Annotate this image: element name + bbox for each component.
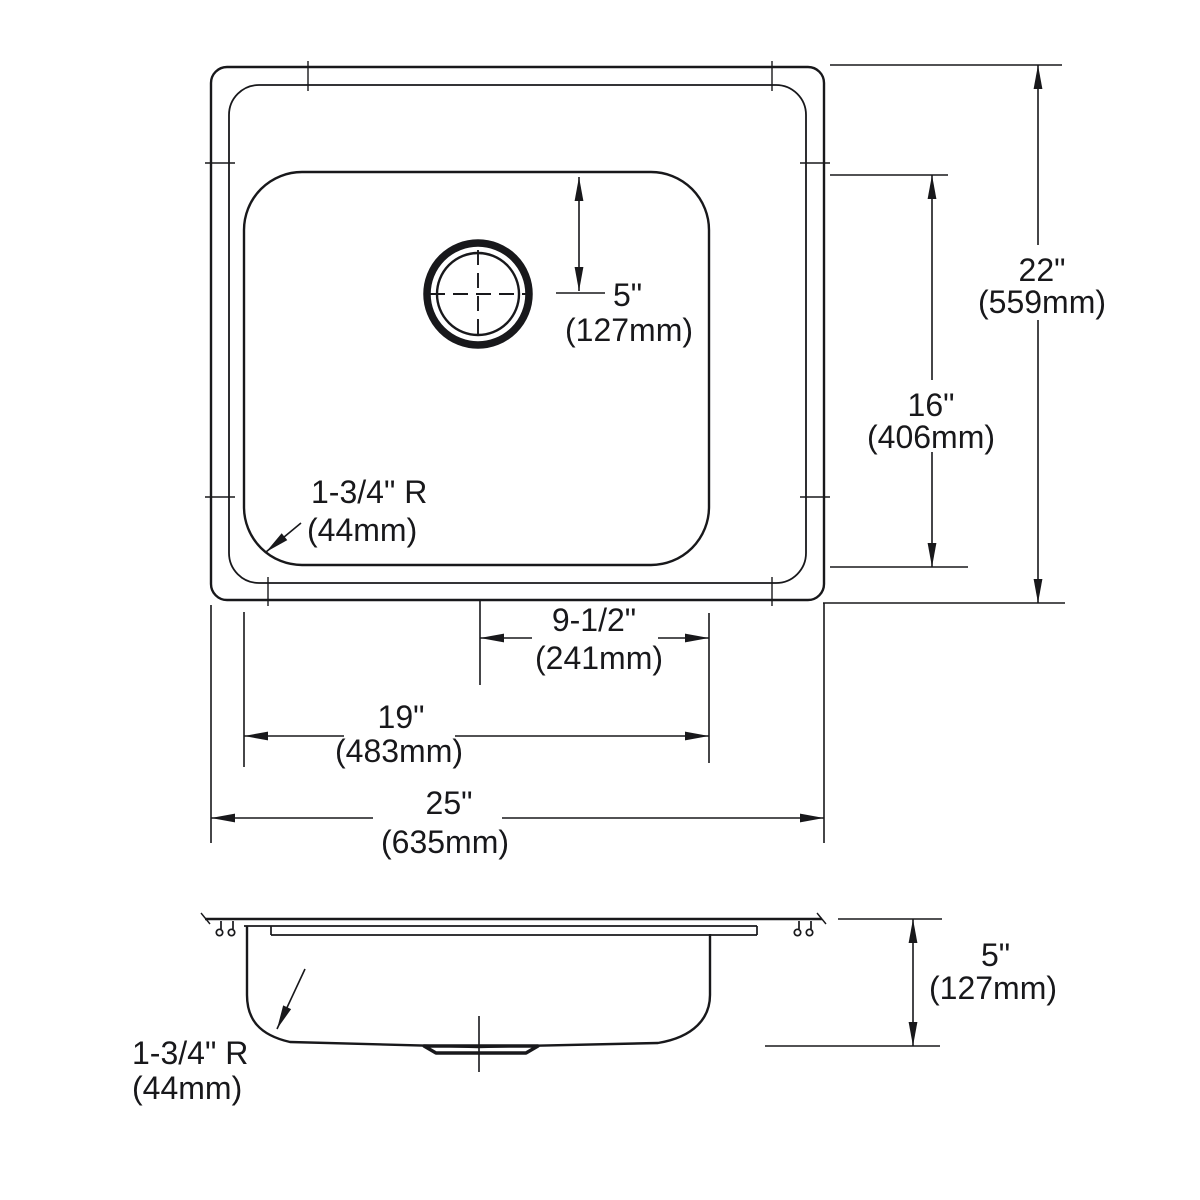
- dim-overall-depth: 22" (559mm): [823, 64, 1106, 604]
- drain-side: [422, 1044, 540, 1055]
- dim-label-9half-in: 9-1/2": [552, 602, 636, 638]
- dim-bowl-width: 19" (483mm): [244, 699, 709, 769]
- dim-overall-width: 25" (635mm): [211, 785, 824, 860]
- dim-label-406mm: (406mm): [867, 419, 995, 455]
- top-view: 5" (127mm) 22" (559mm) 16" (406mm) 1-3/4…: [205, 61, 1106, 860]
- radius-label-plan: 1-3/4" R: [311, 474, 427, 510]
- dim-label-241mm: (241mm): [535, 640, 663, 676]
- clip-right: [793, 921, 814, 937]
- dim-drain-offset: 9-1/2" (241mm): [480, 602, 709, 676]
- bottom-extension-lines: [210, 601, 825, 843]
- rim-break-ticks: [205, 61, 830, 606]
- dim-label-25in: 25": [426, 785, 473, 821]
- mounting-clips: [215, 921, 814, 937]
- bowl-outline: [242, 170, 711, 567]
- dim-label-16in: 16": [908, 387, 955, 423]
- clip-left: [215, 921, 236, 937]
- dim-label-635mm: (635mm): [381, 824, 509, 860]
- dim-side-depth: 5" (127mm): [765, 918, 1057, 1047]
- dim-label-19in: 19": [378, 699, 425, 735]
- dim-drain-from-back: 5" (127mm): [556, 177, 693, 348]
- sink-outer-rim: [209, 65, 826, 602]
- drain-plan: [423, 239, 533, 349]
- drain-outer-ring: [423, 239, 533, 349]
- side-view: 5" (127mm) 1-3/4" R (44mm): [132, 912, 1057, 1106]
- radius-label-side: 1-3/4" R: [132, 1035, 248, 1071]
- corner-radius-callout-side: 1-3/4" R (44mm): [132, 968, 306, 1106]
- dim-bowl-depth: 16" (406mm): [830, 174, 995, 568]
- radius-label-plan-mm: (44mm): [307, 512, 417, 548]
- dim-label-483mm: (483mm): [335, 733, 463, 769]
- dim-label-side-5in: 5": [981, 937, 1010, 973]
- sink-inner-rim: [228, 84, 807, 584]
- dim-label-22in: 22": [1019, 252, 1066, 288]
- rim-underside: [244, 925, 758, 936]
- radius-label-side-mm: (44mm): [132, 1070, 242, 1106]
- corner-radius-callout-plan: 1-3/4" R (44mm): [265, 474, 427, 553]
- dim-label-559mm: (559mm): [978, 284, 1106, 320]
- dim-label-127mm: (127mm): [565, 312, 693, 348]
- rim-end-tick-left: [200, 912, 211, 925]
- dim-label-5in: 5": [613, 277, 642, 313]
- rim-end-tick-right: [816, 912, 827, 925]
- dim-label-side-127mm: (127mm): [929, 970, 1057, 1006]
- bowl-profile: [245, 926, 712, 1049]
